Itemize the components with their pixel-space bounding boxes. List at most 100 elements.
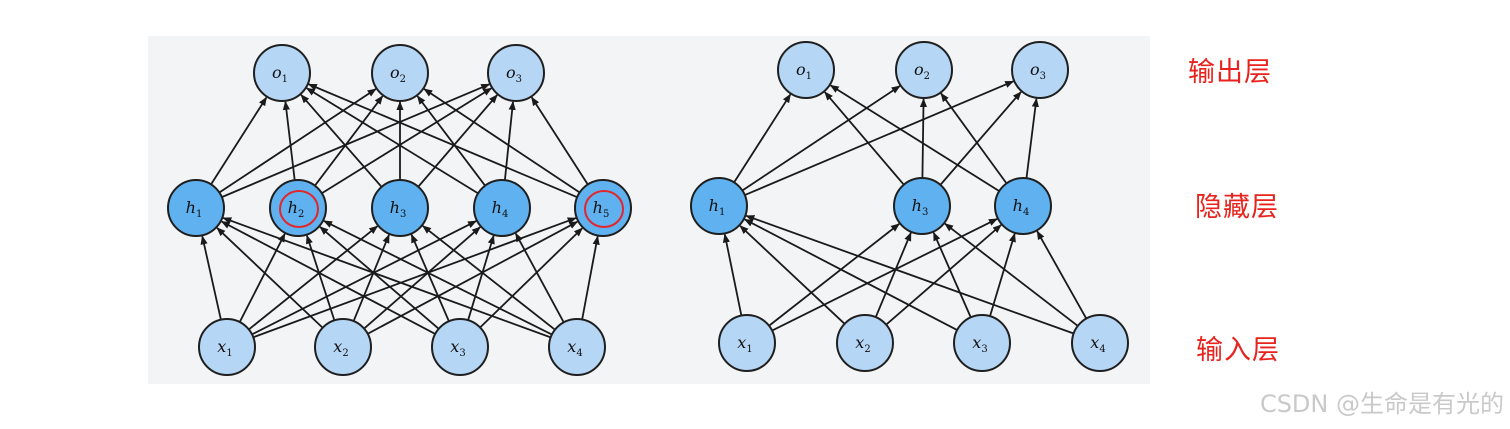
edge-x4-h1-net2 [745, 214, 1074, 335]
edge-x4-h5-net1 [581, 235, 600, 320]
node-o2-net1: o2 [371, 44, 429, 102]
node-circle [198, 318, 256, 376]
edge-h3-o3-net2 [939, 91, 1022, 186]
node-h4-net2: h4 [994, 177, 1052, 235]
node-o1-net2: o1 [777, 41, 835, 99]
edge-h4-o2-net2 [940, 92, 1008, 184]
edge-h1-o1-net1 [210, 96, 268, 185]
node-circle [893, 177, 951, 235]
node-label: o3 [506, 63, 522, 85]
edge-x2-h3-net2 [874, 231, 912, 318]
edge-x3-h1-net2 [743, 218, 958, 331]
edge-x1-h1-net2 [722, 233, 743, 316]
edge-x3-h4-net1 [467, 234, 495, 321]
node-o3-net2: o3 [1011, 41, 1069, 99]
edge-x4-h4-net2 [1036, 230, 1088, 320]
edge-h3-o1-net1 [300, 94, 383, 188]
edge-x4-h4-net1 [514, 232, 565, 323]
edge-h1-o3-net2 [744, 80, 1015, 196]
node-h1-net2: h1 [690, 177, 748, 235]
node-label: h5 [593, 198, 610, 220]
edge-x1-h1-net1 [200, 235, 222, 320]
node-h4-net1: h4 [473, 179, 531, 237]
node-label: h1 [186, 198, 203, 220]
node-label: h1 [709, 196, 726, 218]
node-circle [314, 318, 372, 376]
node-h3-net1: h3 [371, 179, 429, 237]
node-circle [371, 179, 429, 237]
edge-x2-h1-net1 [216, 227, 324, 329]
hidden-layer-label: 隐藏层 [1195, 192, 1279, 223]
edges [200, 80, 1088, 339]
node-circle [836, 314, 894, 372]
watermark: CSDN @生命是有光的 [1259, 390, 1504, 418]
node-label: x1 [737, 333, 752, 355]
edge-x2-h5-net1 [367, 220, 579, 335]
node-h3-net2: h3 [893, 177, 951, 235]
edge-h3-o2-net2 [919, 98, 928, 179]
node-label: x4 [1090, 333, 1105, 355]
edge-h1-o1-net2 [733, 93, 792, 183]
node-x1-net2: x1 [718, 314, 776, 372]
node-o3-net1: o3 [487, 44, 545, 102]
edge-x2-h1-net2 [739, 225, 846, 325]
edge-x1-h4-net2 [771, 218, 998, 332]
node-circle [1071, 314, 1129, 372]
node-circle [371, 44, 429, 102]
node-label: o2 [390, 63, 406, 85]
node-circle [953, 314, 1011, 372]
dropout-mark [584, 190, 624, 228]
node-circle [431, 318, 489, 376]
edge-h4-o1-net1 [305, 87, 479, 195]
node-label: o2 [914, 60, 930, 82]
edge-x3-h5-net1 [479, 227, 583, 329]
node-circle [777, 41, 835, 99]
edge-h4-o2-net1 [416, 95, 486, 187]
node-x3-net2: x3 [953, 314, 1011, 372]
edge-h3-o1-net2 [824, 91, 905, 186]
edge-x3-h3-net1 [410, 233, 450, 322]
edge-h2-o3-net1 [321, 87, 493, 195]
edge-h5-o1-net1 [307, 83, 578, 198]
node-label: h3 [912, 196, 929, 218]
edge-h5-o2-net1 [423, 88, 581, 194]
edge-h4-o1-net2 [829, 84, 1000, 192]
node-x4-net1: x4 [548, 318, 606, 376]
node-label: x1 [217, 337, 232, 359]
edge-x1-h3-net2 [768, 223, 900, 327]
edge-x2-h4-net2 [885, 224, 1002, 326]
edge-x3-h2-net1 [319, 226, 440, 330]
output-layer-label: 输出层 [1188, 57, 1272, 88]
edge-x4-h3-net2 [944, 222, 1079, 327]
node-label: x3 [972, 333, 987, 355]
node-h5-net1: h5 [574, 179, 632, 237]
edge-x1-h2-net1 [238, 233, 286, 323]
dropout-mark [279, 190, 319, 228]
node-circle [253, 44, 311, 102]
node-x3-net1: x3 [431, 318, 489, 376]
edge-x3-h3-net2 [932, 231, 972, 318]
edge-x3-h4-net2 [989, 232, 1016, 317]
node-label: x4 [567, 337, 582, 359]
node-x4-net2: x4 [1071, 314, 1129, 372]
edge-h2-o1-net1 [282, 100, 296, 181]
edge-h4-o3-net2 [1025, 97, 1039, 179]
edge-x2-h3-net1 [352, 233, 390, 322]
node-circle [167, 179, 225, 237]
node-circle [994, 177, 1052, 235]
edge-h2-o2-net1 [314, 95, 384, 187]
edge-x2-h4-net1 [363, 226, 481, 330]
node-label: x2 [855, 333, 870, 355]
node-x2-net2: x2 [836, 314, 894, 372]
edge-h5-o3-net1 [530, 96, 589, 185]
node-label: h4 [492, 198, 509, 220]
node-label: o1 [796, 60, 812, 82]
edge-h3-o3-net1 [417, 94, 498, 188]
edge-h1-o2-net2 [741, 85, 901, 192]
edge-x4-h2-net1 [323, 220, 553, 336]
edge-x1-h4-net1 [251, 220, 477, 336]
edge-x4-h3-net1 [422, 225, 556, 331]
node-label: o1 [272, 63, 288, 85]
node-circle [718, 314, 776, 372]
node-label: h2 [288, 198, 305, 220]
